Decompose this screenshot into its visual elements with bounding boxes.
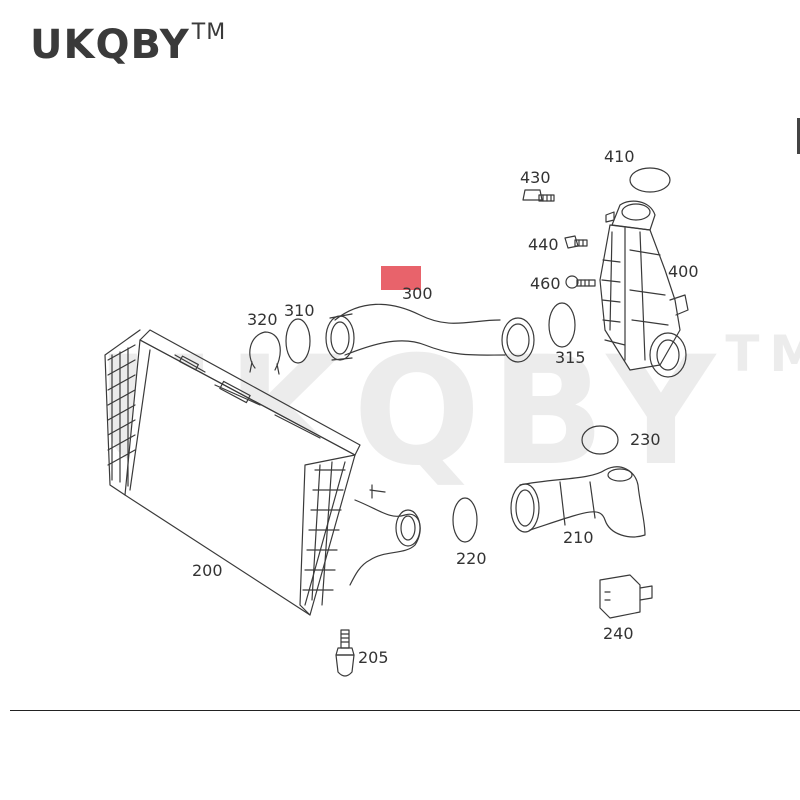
callout-440: 440 [528, 235, 559, 254]
part-460-bolt [565, 275, 596, 289]
part-310-oring [285, 318, 311, 364]
callout-240: 240 [603, 624, 634, 643]
callout-300: 300 [402, 284, 433, 303]
part-220-oring [452, 497, 478, 543]
callout-460: 460 [530, 274, 561, 293]
part-430-bolt [522, 189, 555, 202]
part-230-oring [581, 425, 619, 455]
callout-310: 310 [284, 301, 315, 320]
part-300-hose [325, 303, 535, 363]
callout-210: 210 [563, 528, 594, 547]
callout-220: 220 [456, 549, 487, 568]
callout-410: 410 [604, 147, 635, 166]
divider-line [10, 710, 800, 711]
callout-400: 400 [668, 262, 699, 281]
part-320-clip [249, 331, 281, 375]
part-410-oring [629, 167, 671, 193]
callout-200: 200 [192, 561, 223, 580]
brand-name: UKQBY [30, 22, 190, 68]
part-315-oring [548, 302, 576, 348]
callout-315: 315 [555, 348, 586, 367]
edge-mark [797, 118, 800, 154]
highlight-marker [381, 266, 421, 290]
part-200-intercooler [104, 329, 421, 616]
part-210-pipe [510, 466, 646, 538]
part-240-sensor [599, 574, 653, 619]
part-440-bolt [564, 235, 588, 249]
callout-430: 430 [520, 168, 551, 187]
part-205-bolt [335, 629, 355, 677]
callout-230: 230 [630, 430, 661, 449]
callout-205: 205 [358, 648, 389, 667]
brand-tm: TM [191, 20, 227, 45]
callout-320: 320 [247, 310, 278, 329]
part-400-housing [599, 200, 689, 378]
brand-logo: UKQBYTM [30, 20, 227, 68]
